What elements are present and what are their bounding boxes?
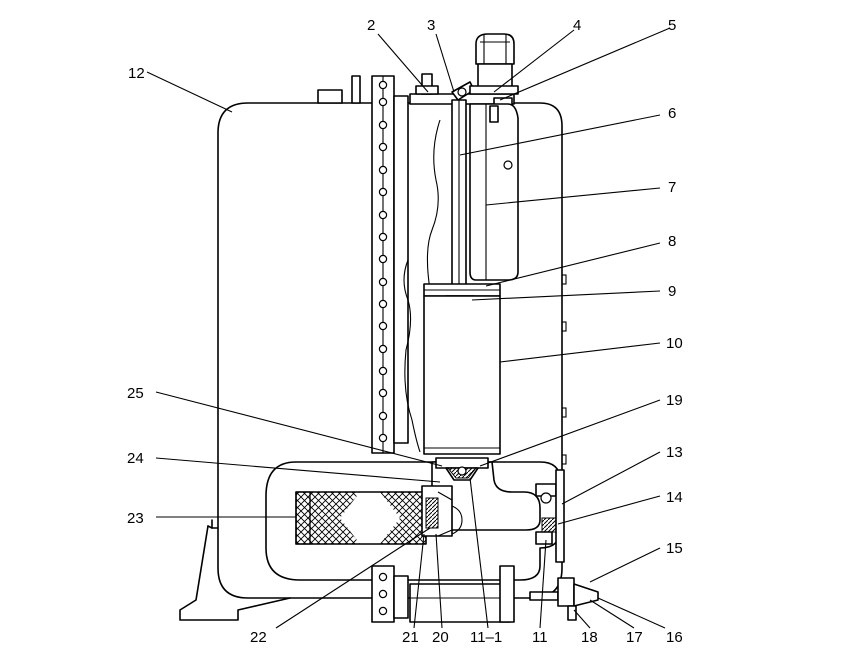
callout-8: 8 <box>668 233 676 250</box>
callout-19: 19 <box>666 392 683 409</box>
callout-9: 9 <box>668 283 676 300</box>
main-filter-element <box>423 295 501 455</box>
callout-6: 6 <box>668 105 676 122</box>
callout-20: 20 <box>432 629 449 646</box>
callout-25: 25 <box>127 385 144 402</box>
mounting-bracket <box>179 519 291 621</box>
callout-21: 21 <box>402 629 419 646</box>
callout-10: 10 <box>666 335 683 352</box>
callout-17: 17 <box>626 629 643 646</box>
callout-13: 13 <box>666 444 683 461</box>
callout-14: 14 <box>666 489 683 506</box>
callout-18: 18 <box>581 629 598 646</box>
cutaway-upper <box>426 119 441 291</box>
callout-5: 5 <box>668 17 676 34</box>
flange-bolts <box>378 80 388 443</box>
valve-plug <box>421 485 463 537</box>
drain-fitting <box>529 577 599 621</box>
callout-4: 4 <box>573 17 581 34</box>
callout-11: 11 <box>532 629 548 646</box>
callout-labels: 2 3 4 5 6 7 8 9 10 12 25 19 24 13 14 23 … <box>127 17 683 646</box>
upper-filter-housing <box>469 103 519 281</box>
breather-cap <box>469 33 519 95</box>
callout-16: 16 <box>666 629 683 646</box>
callout-22: 22 <box>250 629 267 646</box>
callout-12: 12 <box>128 65 145 82</box>
callout-2: 2 <box>367 17 375 34</box>
callout-24: 24 <box>127 450 144 467</box>
leader-lines <box>146 27 671 629</box>
filter-rod <box>447 99 473 315</box>
strainer-element <box>295 491 427 545</box>
callout-23: 23 <box>127 510 144 527</box>
callout-3: 3 <box>427 17 435 34</box>
side-port <box>535 469 565 563</box>
bottom-flange <box>371 565 515 623</box>
side-flange <box>371 75 409 454</box>
cutaway-outline <box>403 259 421 453</box>
callout-11-1: 11–1 <box>470 629 502 646</box>
callout-15: 15 <box>666 540 683 557</box>
callout-7: 7 <box>668 179 676 196</box>
